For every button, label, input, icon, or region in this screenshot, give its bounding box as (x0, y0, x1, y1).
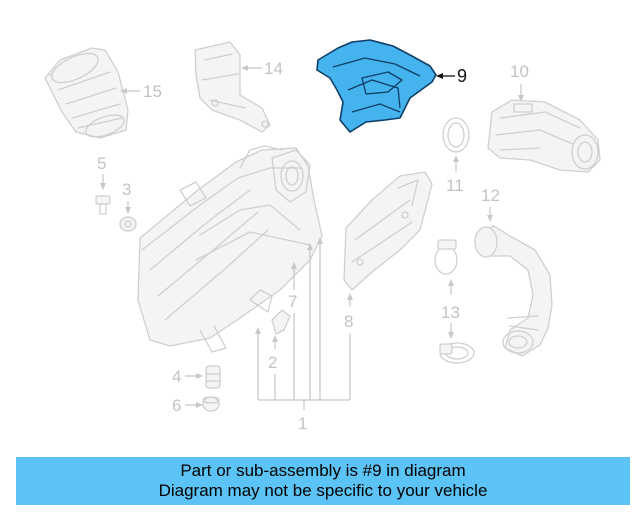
arrow-13b (448, 332, 454, 339)
part-9-air-duct[interactable] (316, 39, 437, 133)
arrow-13a (448, 279, 454, 286)
callout-3: 3 (122, 180, 131, 199)
arrow-12 (487, 215, 493, 222)
part-3-grommet[interactable] (119, 216, 137, 232)
callout-7: 7 (288, 292, 297, 311)
arrow-3 (125, 207, 131, 214)
banner-line-1: Part or sub-assembly is #9 in diagram (180, 461, 466, 480)
callout-2: 2 (268, 353, 277, 372)
part-2-clip[interactable] (271, 309, 291, 335)
arrow-1c (317, 237, 323, 244)
callout-6: 6 (172, 396, 181, 415)
callout-8: 8 (344, 312, 353, 331)
arrow-5 (100, 183, 106, 190)
part-4-plug[interactable] (205, 365, 221, 389)
callout-11: 11 (446, 176, 464, 195)
arrow-9 (436, 73, 443, 79)
arrow-1a (255, 327, 261, 334)
part-11-seal-ring[interactable] (442, 117, 470, 153)
part-14-bracket[interactable] (194, 41, 271, 133)
arrow-6 (196, 402, 203, 408)
callout-13: 13 (441, 303, 460, 322)
banner-line-2: Diagram may not be specific to your vehi… (158, 481, 488, 500)
part-1-air-cleaner-housing[interactable] (137, 145, 323, 353)
part-15-intake-hose[interactable] (44, 47, 129, 141)
arrow-10 (518, 95, 524, 102)
arrow-8 (347, 293, 353, 300)
callout-12: 12 (481, 186, 500, 205)
parts-diagram: 15 14 9 10 11 12 (44, 39, 601, 433)
vehicle-notice-banner: Part or sub-assembly is #9 in diagram Di… (16, 457, 630, 505)
arrow-11 (453, 155, 459, 162)
callout-5: 5 (97, 154, 106, 173)
part-13-hose-clamp-upper[interactable] (434, 239, 458, 275)
arrow-14 (241, 65, 248, 71)
arrow-1b (307, 243, 313, 250)
callout-14: 14 (264, 59, 283, 78)
callout-9: 9 (457, 66, 467, 86)
arrow-15 (120, 88, 127, 94)
callout-1: 1 (298, 414, 307, 433)
part-6-cap[interactable] (202, 396, 220, 412)
part-10-air-mass-sensor[interactable] (487, 99, 601, 173)
arrow-7 (291, 262, 297, 269)
callout-10: 10 (510, 62, 529, 81)
callout-4: 4 (172, 367, 181, 386)
part-5-bolt[interactable] (95, 195, 111, 215)
arrow-4 (196, 373, 203, 379)
part-12-rubber-hose[interactable] (474, 225, 553, 357)
arrow-2 (272, 335, 278, 342)
part-8-heat-shield[interactable] (343, 171, 433, 291)
part-13-hose-clamp-lower[interactable] (439, 342, 475, 364)
callout-15: 15 (143, 82, 162, 101)
